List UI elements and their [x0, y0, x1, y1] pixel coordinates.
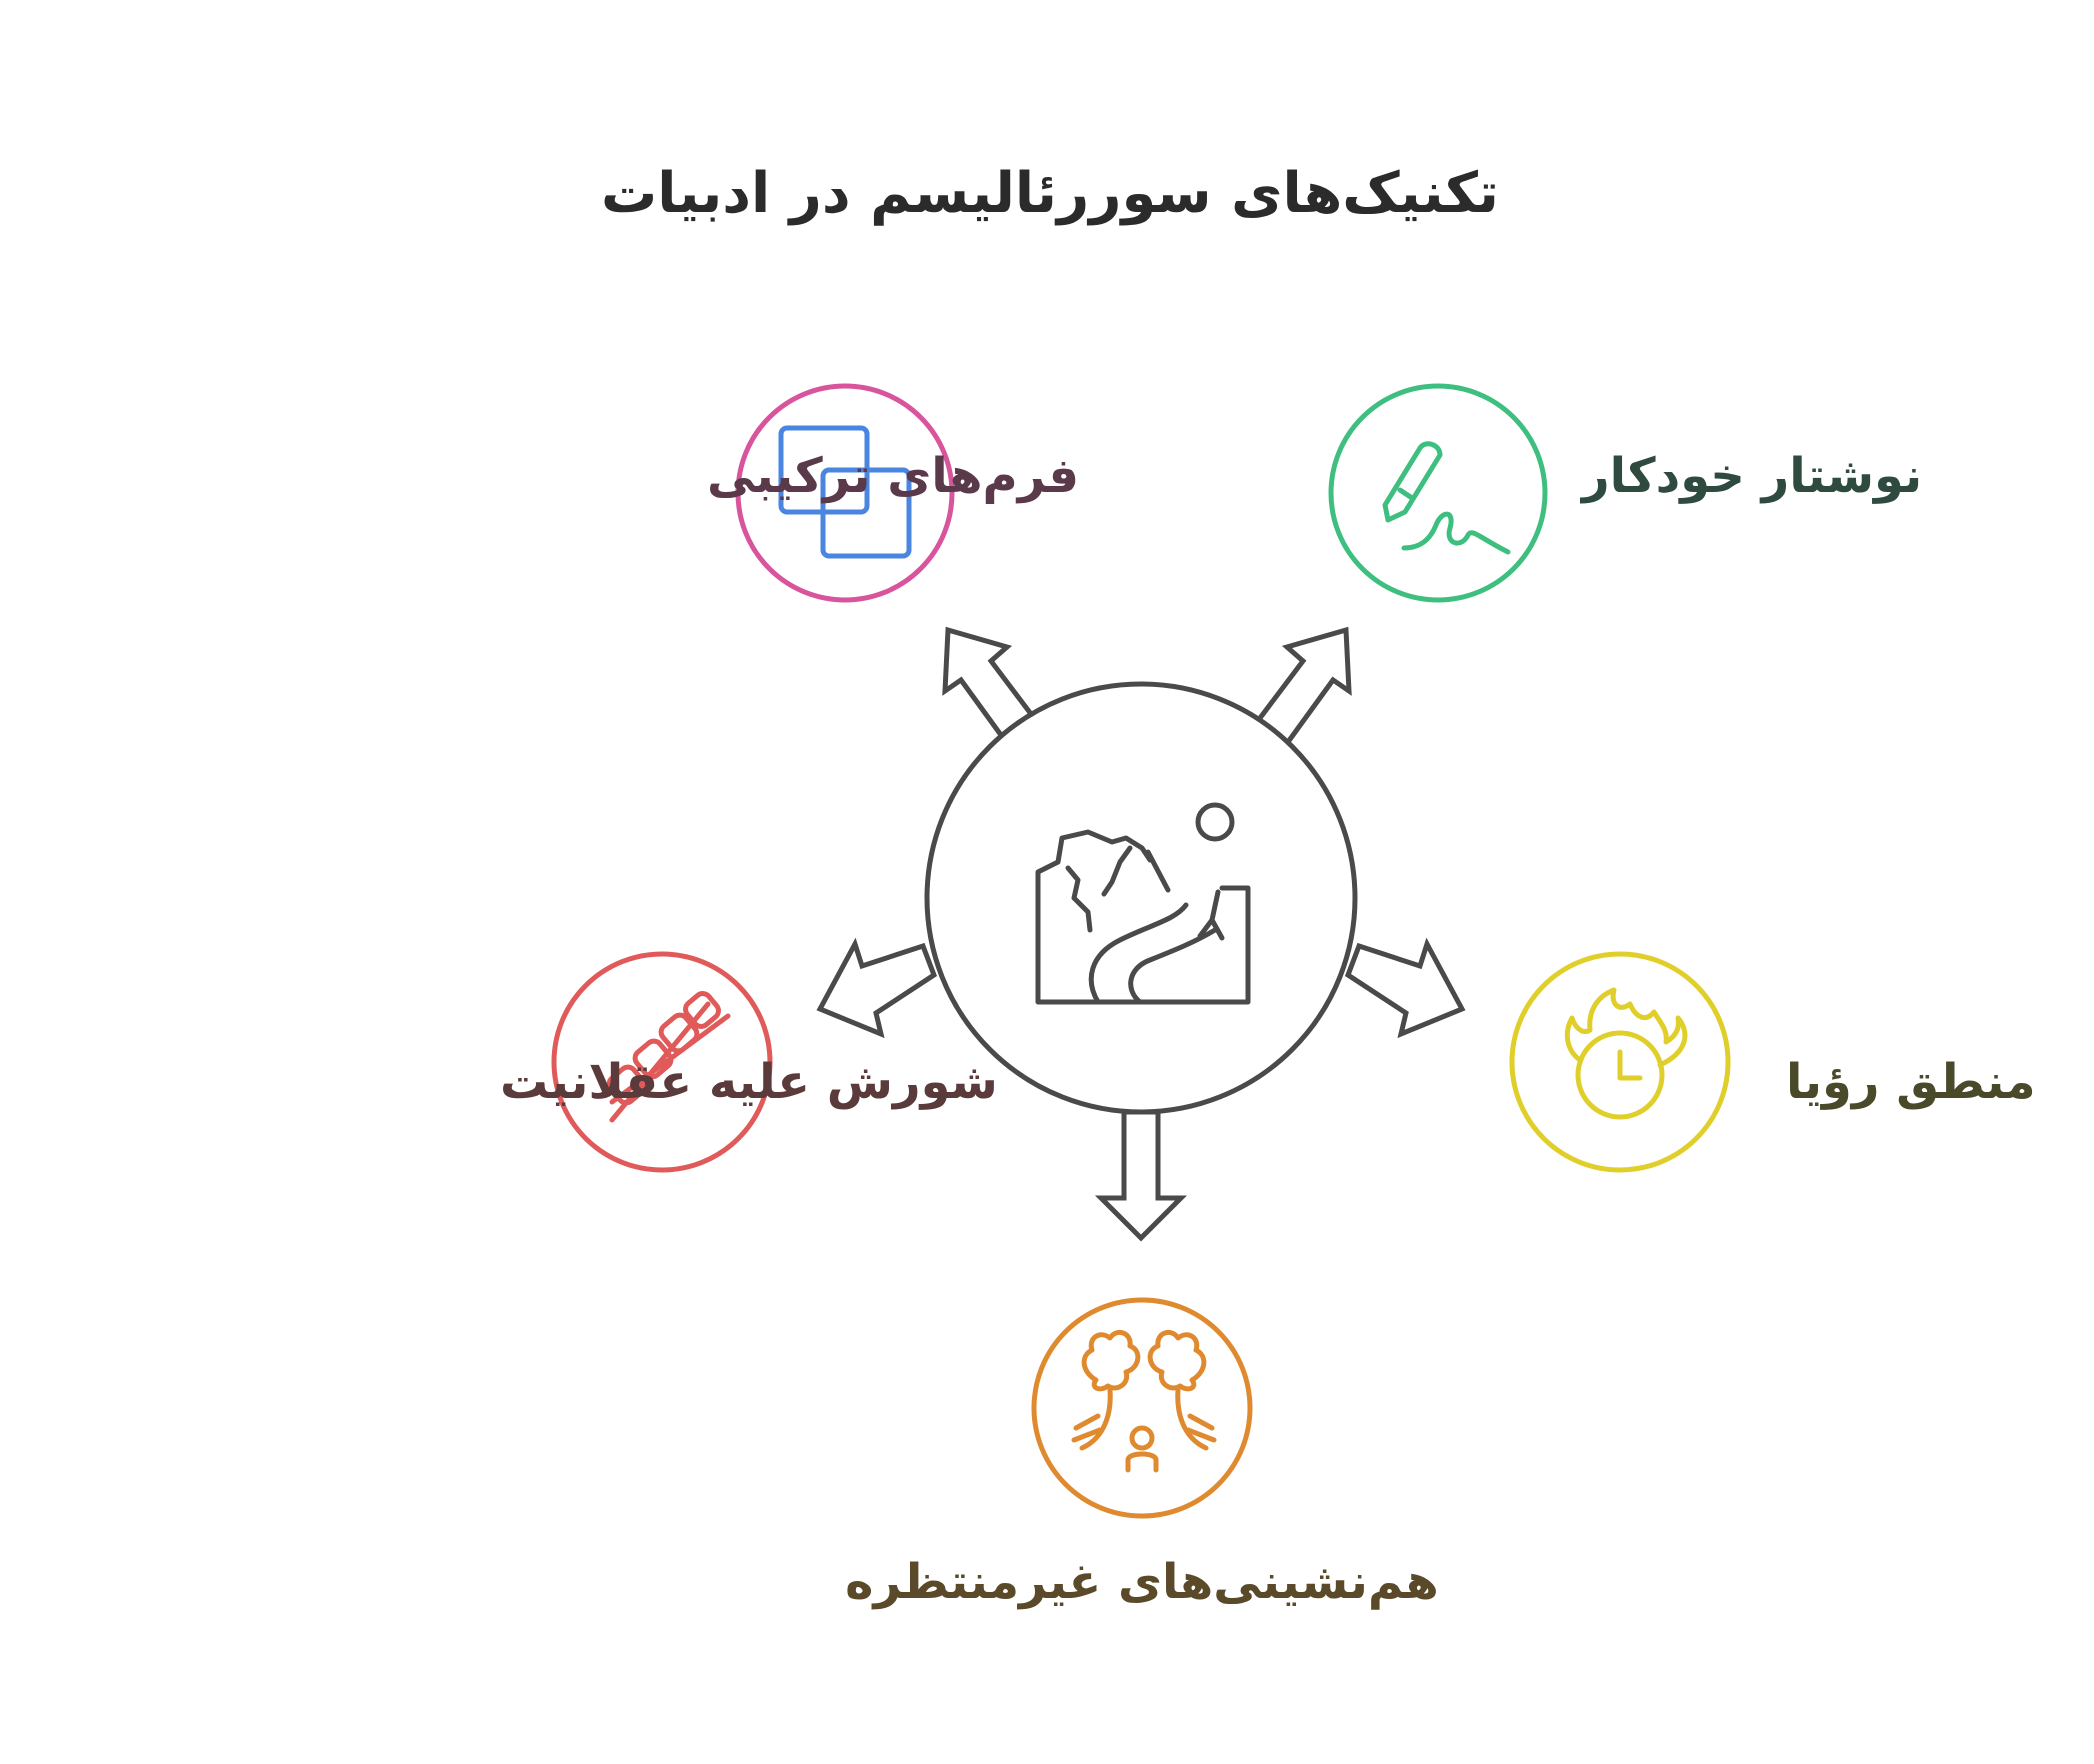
node-rebellion: شورش علیه عقلانیت — [500, 951, 998, 1173]
central-hub — [924, 681, 1358, 1115]
node-circle — [1031, 1297, 1253, 1519]
surreal-landscape-icon — [1035, 802, 1251, 1005]
person-between-trees-icon — [1071, 1329, 1217, 1473]
burning-clock-icon — [1564, 987, 1688, 1120]
node-composite-forms: فرم‌های ترکیبی — [707, 383, 1079, 603]
node-label: شورش علیه عقلانیت — [500, 1054, 998, 1110]
hub-circle — [924, 681, 1358, 1115]
node-automatic-writing: نوشتار خودکار — [1328, 383, 1922, 603]
arrow-to-rebellion — [816, 937, 938, 1039]
node-circle — [735, 383, 955, 603]
arrow-to-juxtaposition — [1094, 1109, 1188, 1242]
arrow-to-composite-forms — [942, 626, 1041, 746]
overlapping-squares-icon — [778, 425, 912, 559]
arrow-to-automatic-writing — [1253, 626, 1352, 746]
diagram-title: تکنیک‌های سوررئالیسم در ادبیات — [601, 161, 1499, 226]
node-label: نوشتار خودکار — [1580, 448, 1922, 504]
node-label: فرم‌های ترکیبی — [707, 448, 1079, 504]
connector-arrows — [816, 626, 1466, 1242]
node-label: هم‌نشینی‌های غیرمنتظره — [845, 1554, 1439, 1610]
broken-chain-icon — [606, 991, 731, 1123]
node-label: منطق رؤیا — [1786, 1054, 2036, 1110]
node-juxtaposition: هم‌نشینی‌های غیرمنتظره — [845, 1297, 1439, 1610]
node-dream-logic: منطق رؤیا — [1509, 951, 2036, 1173]
node-circle — [1328, 383, 1548, 603]
pen-signature-icon — [1382, 441, 1511, 555]
arrow-to-dream-logic — [1344, 937, 1466, 1039]
